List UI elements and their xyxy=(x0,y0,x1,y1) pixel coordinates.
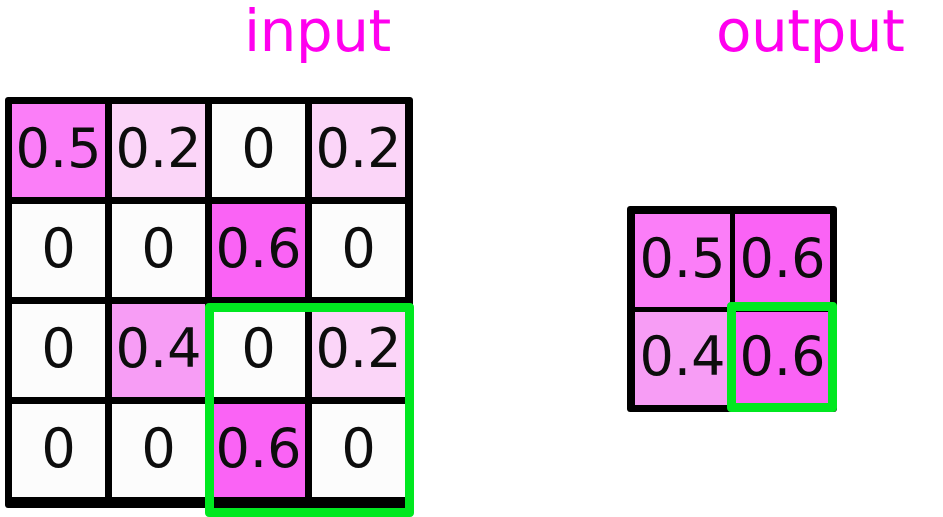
output-value: 0.6 xyxy=(739,226,826,290)
output-cell-r0-c0: 0.5 xyxy=(635,214,730,307)
input-cell-r0-c0: 0.5 xyxy=(12,104,105,197)
input-cell-r3-c2: 0.6 xyxy=(212,404,305,497)
input-cell-r0-c1: 0.2 xyxy=(112,104,205,197)
input-value: 0 xyxy=(41,216,76,280)
input-value: 0.2 xyxy=(115,116,202,180)
input-cell-r3-c0: 0 xyxy=(12,404,105,497)
input-cell-r2-c1: 0.4 xyxy=(112,304,205,397)
input-cell-r2-c0: 0 xyxy=(12,304,105,397)
input-value: 0 xyxy=(41,316,76,380)
input-value: 0.2 xyxy=(315,316,402,380)
input-cell-r3-c3: 0 xyxy=(312,404,405,497)
input-value: 0 xyxy=(141,416,176,480)
output-cell-r1-c1: 0.6 xyxy=(735,312,830,405)
input-value: 0.4 xyxy=(115,316,202,380)
input-cell-r0-c2: 0 xyxy=(212,104,305,197)
output-value: 0.5 xyxy=(639,226,726,290)
input-value: 0 xyxy=(341,216,376,280)
input-value: 0 xyxy=(241,316,276,380)
output-cell-r1-c0: 0.4 xyxy=(635,312,730,405)
input-value: 0.6 xyxy=(215,216,302,280)
input-value: 0.2 xyxy=(315,116,402,180)
input-cell-r1-c3: 0 xyxy=(312,204,405,297)
input-cell-r1-c2: 0.6 xyxy=(212,204,305,297)
input-value: 0 xyxy=(141,216,176,280)
input-value: 0.5 xyxy=(15,116,102,180)
input-cell-r2-c3: 0.2 xyxy=(312,304,405,397)
input-value: 0 xyxy=(41,416,76,480)
input-cell-r1-c0: 0 xyxy=(12,204,105,297)
input-value: 0 xyxy=(341,416,376,480)
page-title-input: input xyxy=(244,0,391,65)
page-title-output: output xyxy=(716,0,905,65)
input-cell-r0-c3: 0.2 xyxy=(312,104,405,197)
input-cell-r3-c1: 0 xyxy=(112,404,205,497)
input-cell-r2-c2: 0 xyxy=(212,304,305,397)
output-cell-r0-c1: 0.6 xyxy=(735,214,830,307)
input-cell-r1-c1: 0 xyxy=(112,204,205,297)
input-value: 0 xyxy=(241,116,276,180)
output-value: 0.4 xyxy=(639,324,726,388)
output-value: 0.6 xyxy=(739,324,826,388)
input-value: 0.6 xyxy=(215,416,302,480)
